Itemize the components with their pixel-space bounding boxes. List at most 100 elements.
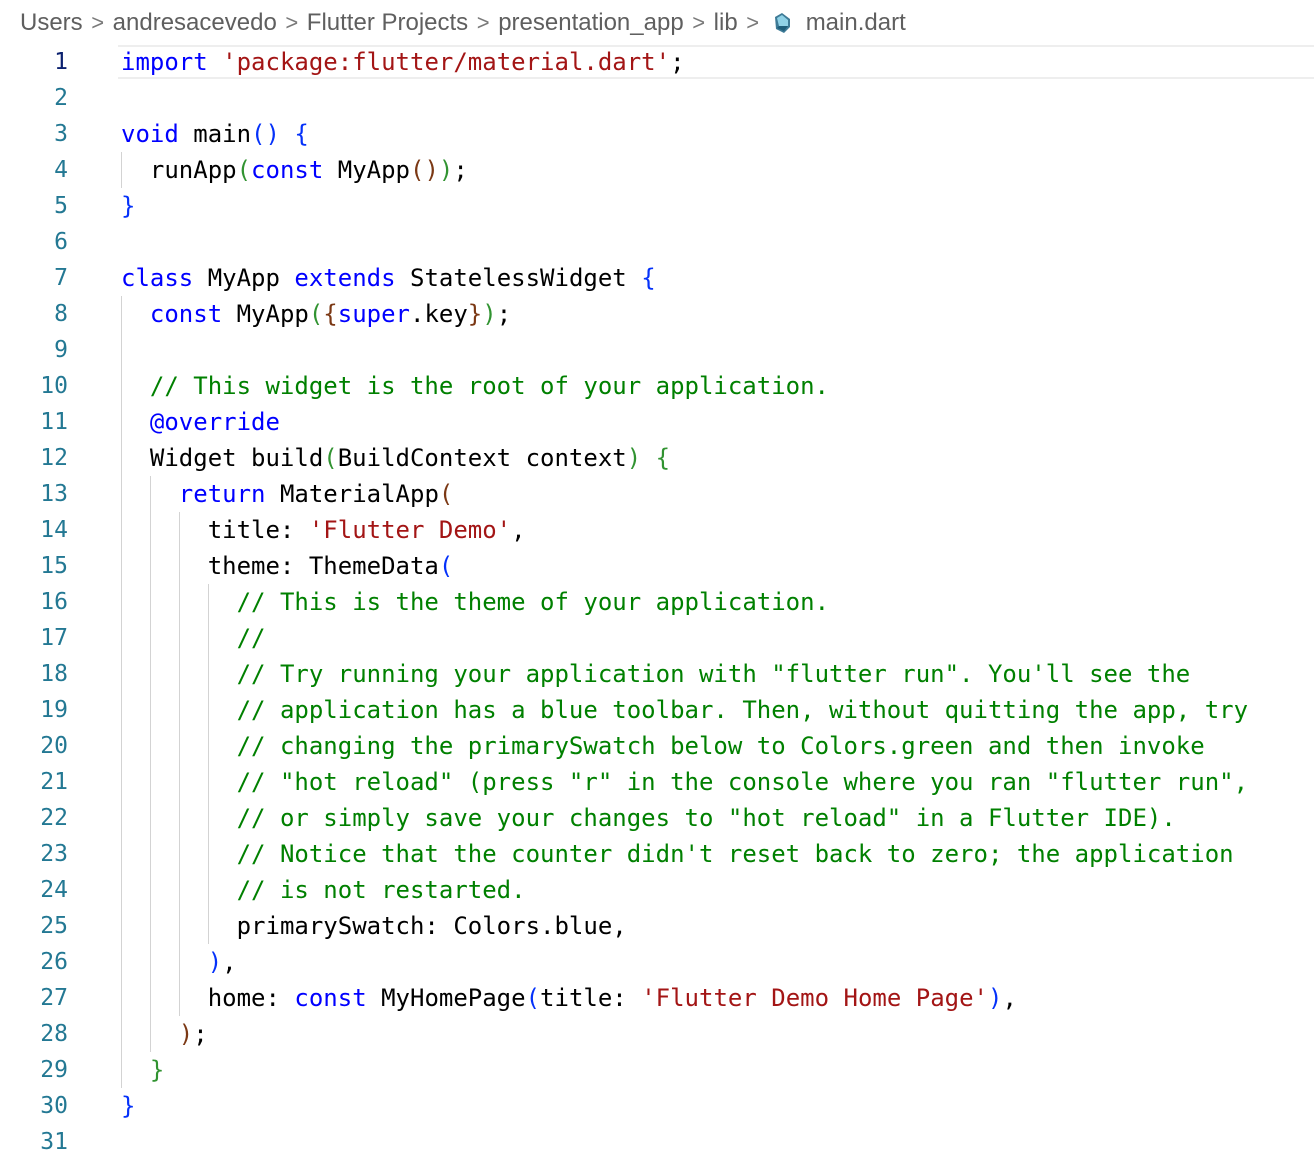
- indent-guide: [207, 584, 209, 620]
- code-token: }: [149, 1056, 165, 1084]
- indent-guide: [207, 836, 209, 872]
- code-token: // changing the primarySwatch below to C…: [236, 732, 1205, 760]
- code-line[interactable]: 19// application has a blue toolbar. The…: [0, 692, 1314, 728]
- breadcrumb-item-user-folder[interactable]: andresacevedo: [112, 9, 277, 36]
- code-token: ): [626, 444, 642, 472]
- line-number: 12: [40, 445, 68, 471]
- breadcrumb-item-file[interactable]: main.dart: [768, 9, 906, 37]
- code-token: ): [178, 1020, 194, 1048]
- code-token: // or simply save your changes to "hot r…: [236, 804, 1176, 832]
- line-number: 30: [40, 1093, 68, 1119]
- indent-guide: [149, 728, 151, 764]
- code-token: //: [236, 624, 266, 652]
- code-token: Widget build: [149, 444, 324, 472]
- code-text: // changing the primarySwatch below to C…: [237, 728, 1205, 764]
- indent-guide: [121, 1052, 122, 1088]
- code-text: }: [121, 1088, 135, 1124]
- code-token: main: [178, 120, 252, 148]
- code-text: runApp(const MyApp());: [150, 152, 468, 188]
- line-number: 22: [40, 805, 68, 831]
- chevron-right-icon: >: [746, 10, 760, 35]
- code-line[interactable]: 16// This is the theme of your applicati…: [0, 584, 1314, 620]
- breadcrumb-file-name: main.dart: [805, 9, 906, 36]
- line-number: 25: [40, 913, 68, 939]
- code-line[interactable]: 24// is not restarted.: [0, 872, 1314, 908]
- code-text: // or simply save your changes to "hot r…: [237, 800, 1176, 836]
- indent-guide: [149, 944, 151, 980]
- code-token: runApp: [149, 156, 237, 184]
- code-line[interactable]: 18// Try running your application with "…: [0, 656, 1314, 692]
- code-line[interactable]: 6: [0, 224, 1314, 260]
- code-token: void: [121, 120, 179, 148]
- code-line[interactable]: 29}: [0, 1052, 1314, 1088]
- code-token: (): [410, 156, 439, 184]
- code-line[interactable]: 31: [0, 1124, 1314, 1160]
- code-token: (: [438, 480, 454, 508]
- indent-guide: [121, 872, 122, 908]
- code-line[interactable]: 4 runApp(const MyApp());: [0, 152, 1314, 188]
- code-line[interactable]: 5}: [0, 188, 1314, 224]
- line-number: 26: [40, 949, 68, 975]
- line-number: 28: [40, 1021, 68, 1047]
- code-line[interactable]: 9: [0, 332, 1314, 368]
- breadcrumb-item-users[interactable]: Users: [20, 9, 83, 36]
- line-number: 11: [40, 409, 68, 435]
- code-line[interactable]: 26),: [0, 944, 1314, 980]
- line-number: 4: [54, 157, 68, 183]
- code-text: void main() {: [121, 116, 309, 152]
- indent-guide: [207, 872, 209, 908]
- code-line[interactable]: 11 @override: [0, 404, 1314, 440]
- indent-guide: [178, 620, 180, 656]
- code-token: theme: ThemeData: [207, 552, 439, 580]
- indent-guide: [121, 548, 122, 584]
- code-text: // "hot reload" (press "r" in the consol…: [237, 764, 1248, 800]
- code-token: const: [294, 984, 367, 1012]
- code-line[interactable]: 2: [0, 80, 1314, 116]
- code-text: theme: ThemeData(: [208, 548, 454, 584]
- indent-guide: [121, 476, 122, 512]
- breadcrumb-item-project[interactable]: presentation_app: [498, 9, 684, 36]
- code-line[interactable]: 10 // This widget is the root of your app…: [0, 368, 1314, 404]
- code-token: [641, 444, 655, 472]
- line-number: 7: [54, 265, 68, 291]
- indent-guide: [121, 152, 122, 188]
- indent-guide: [178, 548, 180, 584]
- line-number: 17: [40, 625, 68, 651]
- code-token: // This widget is the root of your appli…: [149, 372, 830, 400]
- line-number: 18: [40, 661, 68, 687]
- indent-guide: [178, 908, 180, 944]
- breadcrumb-item-flutter-projects[interactable]: Flutter Projects: [306, 9, 469, 36]
- code-line[interactable]: 20 // changing the primarySwatch below to…: [0, 728, 1314, 764]
- code-line[interactable]: 21// "hot reload" (press "r" in the cons…: [0, 764, 1314, 800]
- line-number: 10: [40, 373, 68, 399]
- breadcrumb-item-lib[interactable]: lib: [713, 9, 738, 36]
- code-token: BuildContext context: [337, 444, 627, 472]
- code-text: @override: [150, 404, 280, 440]
- chevron-right-icon: >: [476, 10, 490, 35]
- code-line[interactable]: 22 // or simply save your changes to "hot…: [0, 800, 1314, 836]
- line-number: 19: [40, 697, 68, 723]
- code-text: const MyApp({super.key});: [150, 296, 511, 332]
- code-token: title:: [207, 516, 309, 544]
- code-token: extends: [294, 264, 396, 292]
- code-text: }: [121, 188, 135, 224]
- code-line[interactable]: 23// Notice that the counter didn't rese…: [0, 836, 1314, 872]
- code-line[interactable]: 30}: [0, 1088, 1314, 1124]
- code-line[interactable]: 17 //: [0, 620, 1314, 656]
- code-line[interactable]: 28);: [0, 1016, 1314, 1052]
- line-number: 20: [40, 733, 68, 759]
- indent-guide: [149, 800, 151, 836]
- line-number: 23: [40, 841, 68, 867]
- line-number: 14: [40, 517, 68, 543]
